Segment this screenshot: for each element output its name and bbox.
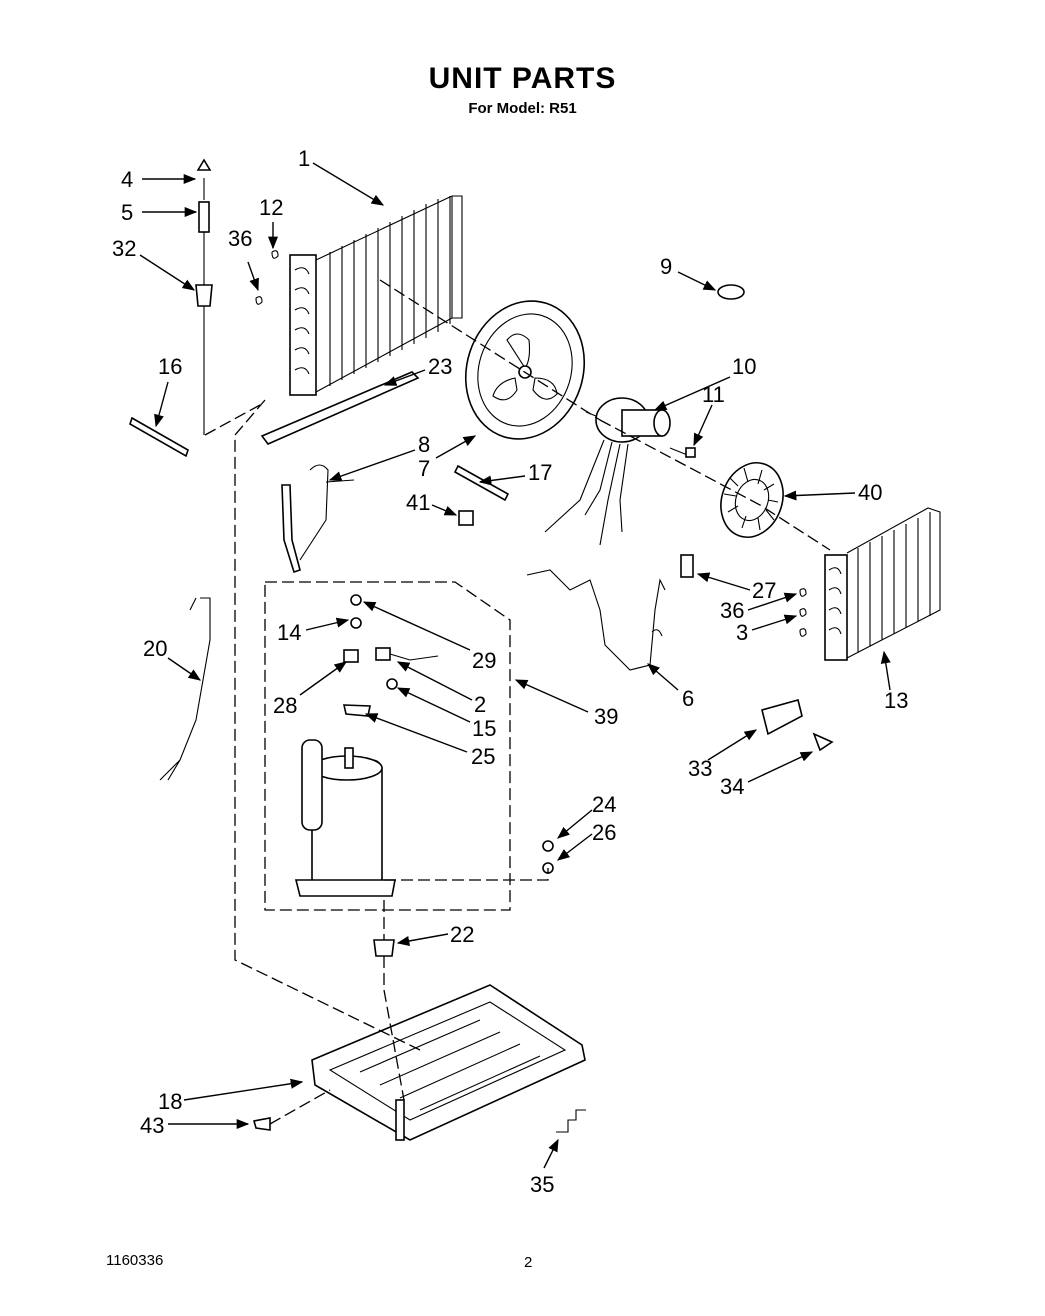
callout-15: 15 — [472, 716, 496, 741]
part-condenser-coil-1 — [289, 195, 463, 396]
small-parts — [129, 158, 834, 1133]
callout-16: 16 — [158, 354, 182, 379]
callout-3: 3 — [736, 620, 748, 645]
callout-17: 17 — [528, 460, 552, 485]
part-blower-wheel-40 — [720, 462, 784, 538]
callout-14: 14 — [277, 620, 301, 645]
part-fan-motor-10 — [544, 397, 691, 546]
callout-labels: 4 5 32 36 12 1 9 16 23 10 11 8 7 17 40 4… — [112, 146, 908, 1197]
callout-24: 24 — [592, 792, 616, 817]
document-code: 1160336 — [106, 1252, 164, 1269]
callout-28: 28 — [273, 693, 297, 718]
callout-20: 20 — [143, 636, 167, 661]
callout-11: 11 — [702, 382, 725, 407]
callout-25: 25 — [471, 744, 495, 769]
callout-18: 18 — [158, 1089, 182, 1114]
leader-lines — [139, 162, 891, 1169]
page-number: 2 — [524, 1254, 533, 1271]
callout-23: 23 — [428, 354, 452, 379]
callout-10: 10 — [732, 354, 756, 379]
callout-36-upper: 36 — [228, 226, 252, 251]
callout-26: 26 — [592, 820, 616, 845]
callout-6: 6 — [682, 686, 694, 711]
page-title: UNIT PARTS — [428, 62, 617, 95]
callout-32: 32 — [112, 236, 136, 261]
callout-34: 34 — [720, 774, 744, 799]
callout-13: 13 — [884, 688, 908, 713]
callout-33: 33 — [688, 756, 712, 781]
part-compressor-39 — [264, 581, 511, 911]
callout-29: 29 — [472, 648, 496, 673]
callout-2: 2 — [474, 692, 486, 717]
model-subtitle: For Model: R51 — [468, 100, 577, 117]
callout-27: 27 — [752, 578, 776, 603]
callout-5: 5 — [121, 200, 133, 225]
callout-12: 12 — [259, 195, 283, 220]
callout-36-lower: 36 — [720, 598, 744, 623]
callout-40: 40 — [858, 480, 882, 505]
callout-1: 1 — [298, 146, 310, 171]
callout-9: 9 — [660, 254, 672, 279]
part-evaporator-coil-13 — [824, 507, 941, 661]
part-base-pan-18 — [311, 984, 586, 1141]
callout-22: 22 — [450, 922, 474, 947]
callout-39: 39 — [594, 704, 618, 729]
callout-35: 35 — [530, 1172, 554, 1197]
assembly-lines — [204, 279, 831, 1125]
callout-8: 8 — [418, 432, 430, 457]
callout-41: 41 — [406, 490, 430, 515]
callout-7: 7 — [418, 456, 430, 481]
part-fan-shroud-7 — [464, 300, 586, 440]
callout-43: 43 — [140, 1113, 164, 1138]
callout-4: 4 — [121, 167, 133, 192]
